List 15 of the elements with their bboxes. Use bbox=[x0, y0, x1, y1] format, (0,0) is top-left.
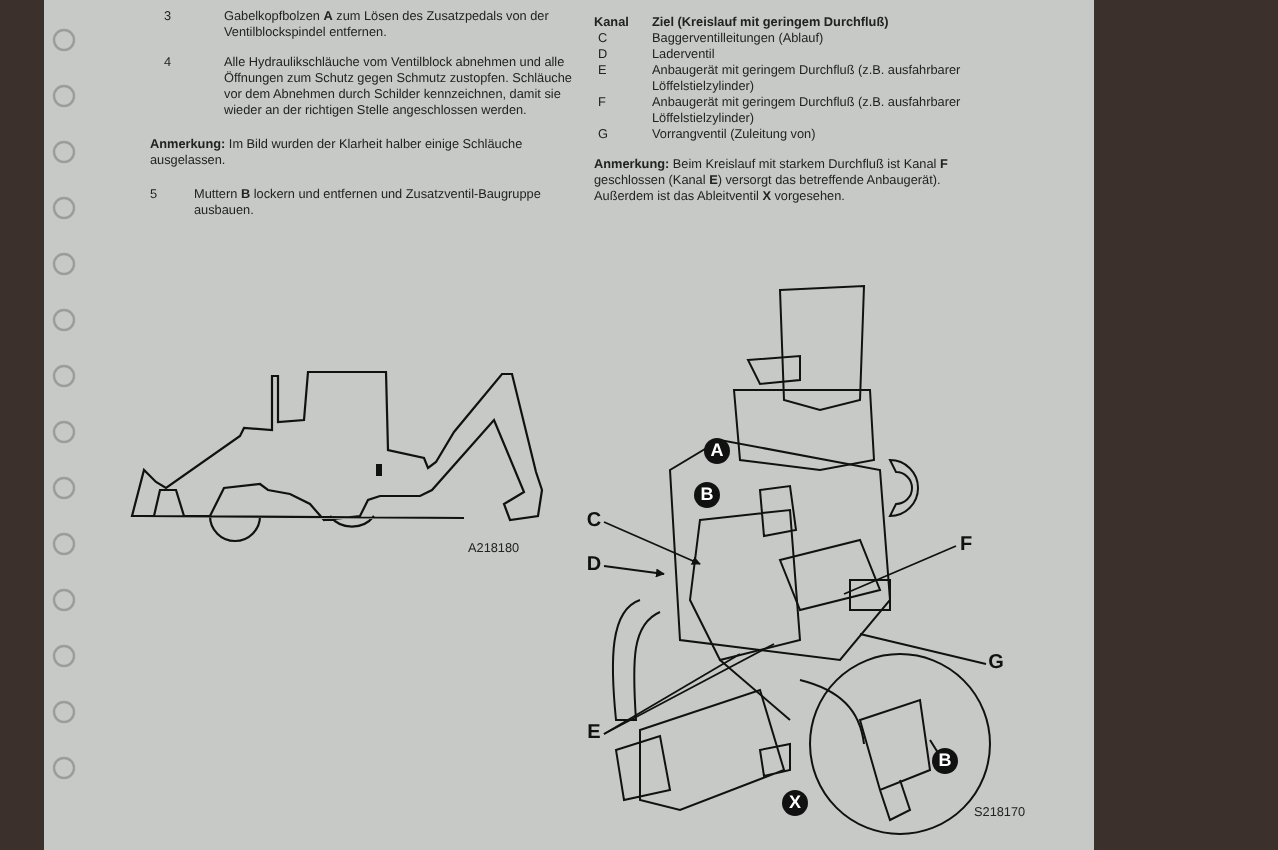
callout-letter: C bbox=[584, 510, 604, 534]
leader-line bbox=[603, 565, 665, 578]
callout-letter: G bbox=[986, 652, 1006, 676]
leader-line bbox=[603, 521, 701, 565]
leader-line bbox=[859, 633, 987, 665]
callout-badge: B bbox=[694, 482, 720, 508]
leader-line bbox=[603, 643, 775, 735]
callout-letter: E bbox=[584, 722, 604, 746]
callout-letter: F bbox=[956, 534, 976, 558]
callout-badge: B bbox=[932, 748, 958, 774]
leader-line bbox=[843, 545, 957, 595]
callout-badge: A bbox=[704, 438, 730, 464]
callout-letter: D bbox=[584, 554, 604, 578]
leader-line bbox=[603, 653, 741, 735]
callout-badge: X bbox=[782, 790, 808, 816]
